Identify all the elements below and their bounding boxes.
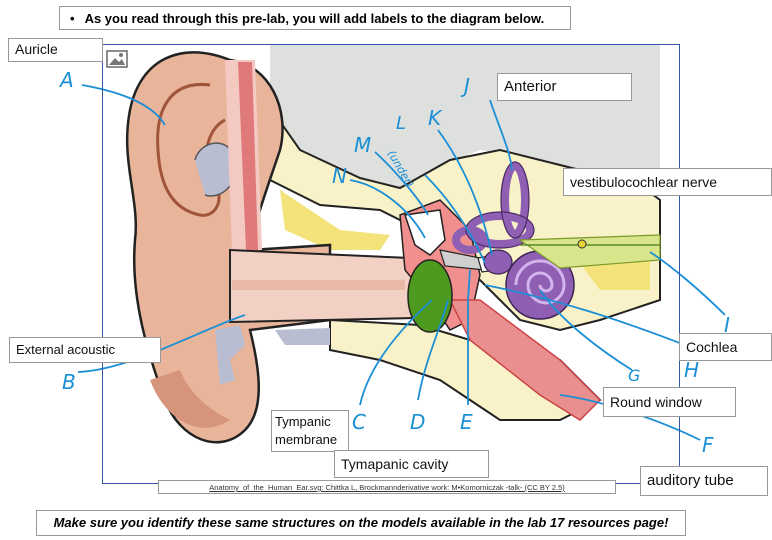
instruction-text: As you read through this pre-lab, you wi… [84, 11, 545, 26]
earlobe [150, 370, 230, 428]
cartilage-2 [275, 328, 330, 345]
letter-K: K [428, 106, 442, 130]
label-tympanic-membrane-text: Tympanic membrane [275, 414, 338, 447]
cartilage [215, 325, 245, 385]
instruction-banner: • As you read through this pre-lab, you w… [59, 6, 571, 30]
label-auditory-tube: auditory tube [640, 466, 768, 496]
line-J [489, 99, 513, 171]
image-credit[interactable]: Anatomy_of_the_Human_Ear.svg: Chittka L,… [158, 480, 616, 494]
letter-L: L [396, 113, 407, 134]
line-A [81, 84, 166, 126]
label-auricle: Auricle [8, 38, 103, 62]
line-E [467, 269, 471, 405]
line-L [424, 174, 486, 264]
label-tympanic-membrane: Tympanic membrane [271, 410, 349, 452]
line-B [77, 314, 246, 373]
footer-instruction: Make sure you identify these same struct… [36, 510, 686, 536]
label-anterior: Anterior [497, 73, 632, 101]
line-I [649, 251, 726, 316]
line-D [417, 299, 449, 401]
canal-skin-red [238, 62, 258, 250]
letter-N: N [332, 164, 347, 188]
label-cochlea: Cochlea [679, 333, 772, 361]
letter-G: G [628, 366, 641, 385]
letter-M: M [354, 133, 372, 157]
letter-C: C [352, 410, 366, 434]
label-tympanic-cavity: Tymapanic cavity [334, 450, 489, 478]
semicircular-canal-outline [465, 161, 535, 249]
letter-E: E [460, 410, 473, 434]
line-H [484, 284, 686, 346]
yellow-region [280, 190, 390, 250]
letter-J: J [464, 74, 470, 98]
label-round-window: Round window [603, 387, 736, 417]
letter-H: H [684, 358, 700, 382]
vestibulocochlear-nerve-shape [518, 234, 661, 269]
line-K [437, 129, 493, 256]
letter-B: B [62, 370, 76, 394]
label-vestibulocochlear-nerve: vestibulocochlear nerve [563, 168, 772, 196]
tympanic-membrane-shape [407, 259, 453, 333]
auditory-tube-shape [448, 299, 602, 421]
line-C [359, 299, 433, 406]
letter-D: D [410, 410, 426, 434]
line-N [349, 179, 426, 239]
label-external-acoustic: External acoustic [9, 337, 161, 363]
letter-F: F [702, 433, 714, 457]
letter-I: I [724, 313, 730, 337]
auricle-shape [125, 51, 332, 444]
image-placeholder-icon [106, 50, 128, 68]
line-M [374, 151, 429, 216]
semicircular-canals [452, 162, 534, 254]
letter-A: A [60, 68, 74, 92]
diagram-frame [102, 44, 680, 484]
bullet: • [70, 11, 75, 26]
